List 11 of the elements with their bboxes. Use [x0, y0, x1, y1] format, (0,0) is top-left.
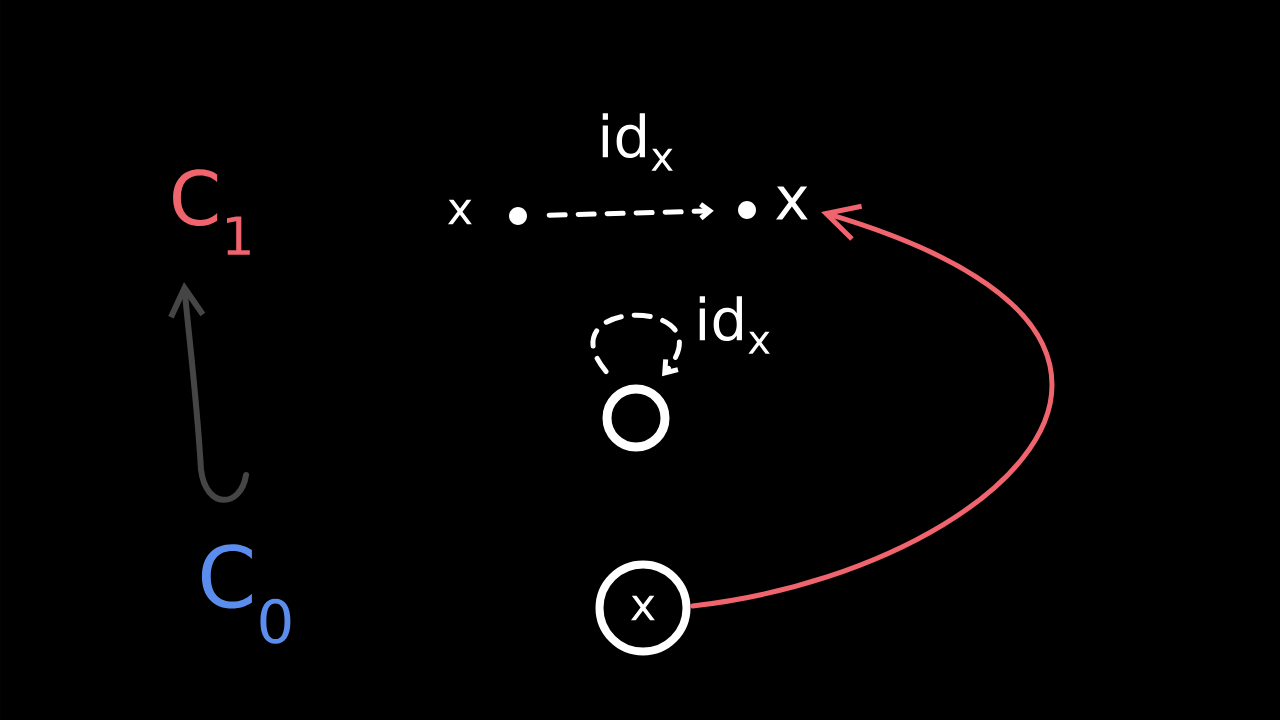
object-label: x: [776, 186, 808, 220]
object-circle: [602, 384, 670, 452]
category-label: C$_{0}$: [201, 544, 291, 644]
edge-label: id$_{x}$: [693, 295, 773, 355]
object-label: x: [448, 199, 472, 225]
arrow: [168, 282, 249, 503]
edge-label: id$_{x}$: [596, 112, 676, 172]
dashed-arrow: [546, 202, 714, 221]
curved-arrow: [690, 203, 1055, 609]
category-label: C$_{1}$: [173, 169, 250, 255]
loop-arrow: [590, 312, 682, 377]
